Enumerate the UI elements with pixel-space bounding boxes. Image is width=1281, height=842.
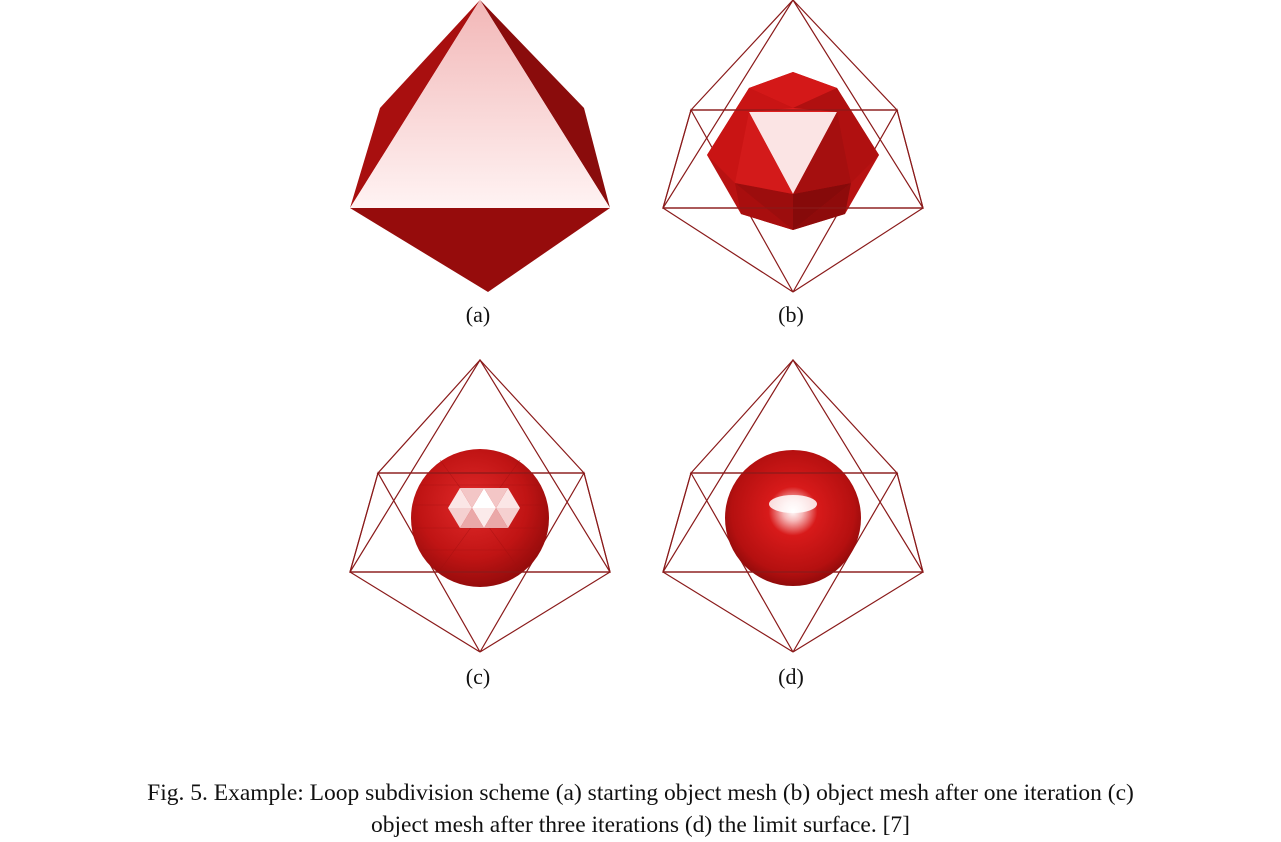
subdivided-mesh: [707, 72, 879, 230]
figure-caption: Fig. 5. Example: Loop subdivision scheme…: [40, 777, 1241, 841]
wireframe-front-edges: [663, 472, 923, 573]
panel-b-label: (b): [778, 302, 804, 327]
wireframe-front-edges: [663, 109, 923, 209]
octa-front-face: [350, 0, 610, 208]
caption-line-1: Fig. 5. Example: Loop subdivision scheme…: [147, 780, 1134, 806]
limit-surface-figure: [661, 358, 925, 653]
octa-bottom-face: [350, 208, 610, 292]
panel-a-label: (a): [465, 302, 491, 327]
smooth-sphere: [725, 450, 861, 586]
caption-line-2: object mesh after three iterations (d) t…: [371, 812, 910, 838]
panel-b-one-iteration: [653, 0, 933, 300]
one-iteration-figure: [661, 0, 925, 293]
faceted-sphere: [411, 449, 549, 587]
highlight-face: [749, 112, 837, 194]
panel-d-limit-surface: [653, 358, 933, 660]
three-iterations-figure: [348, 358, 612, 653]
panel-a-octahedron: [340, 0, 620, 300]
octahedron-figure: [350, 0, 610, 292]
panel-d-label: (d): [778, 664, 804, 689]
panel-c-three-iterations: [340, 358, 620, 660]
panel-c-label: (c): [465, 664, 491, 689]
wireframe-front-edges: [350, 472, 610, 573]
